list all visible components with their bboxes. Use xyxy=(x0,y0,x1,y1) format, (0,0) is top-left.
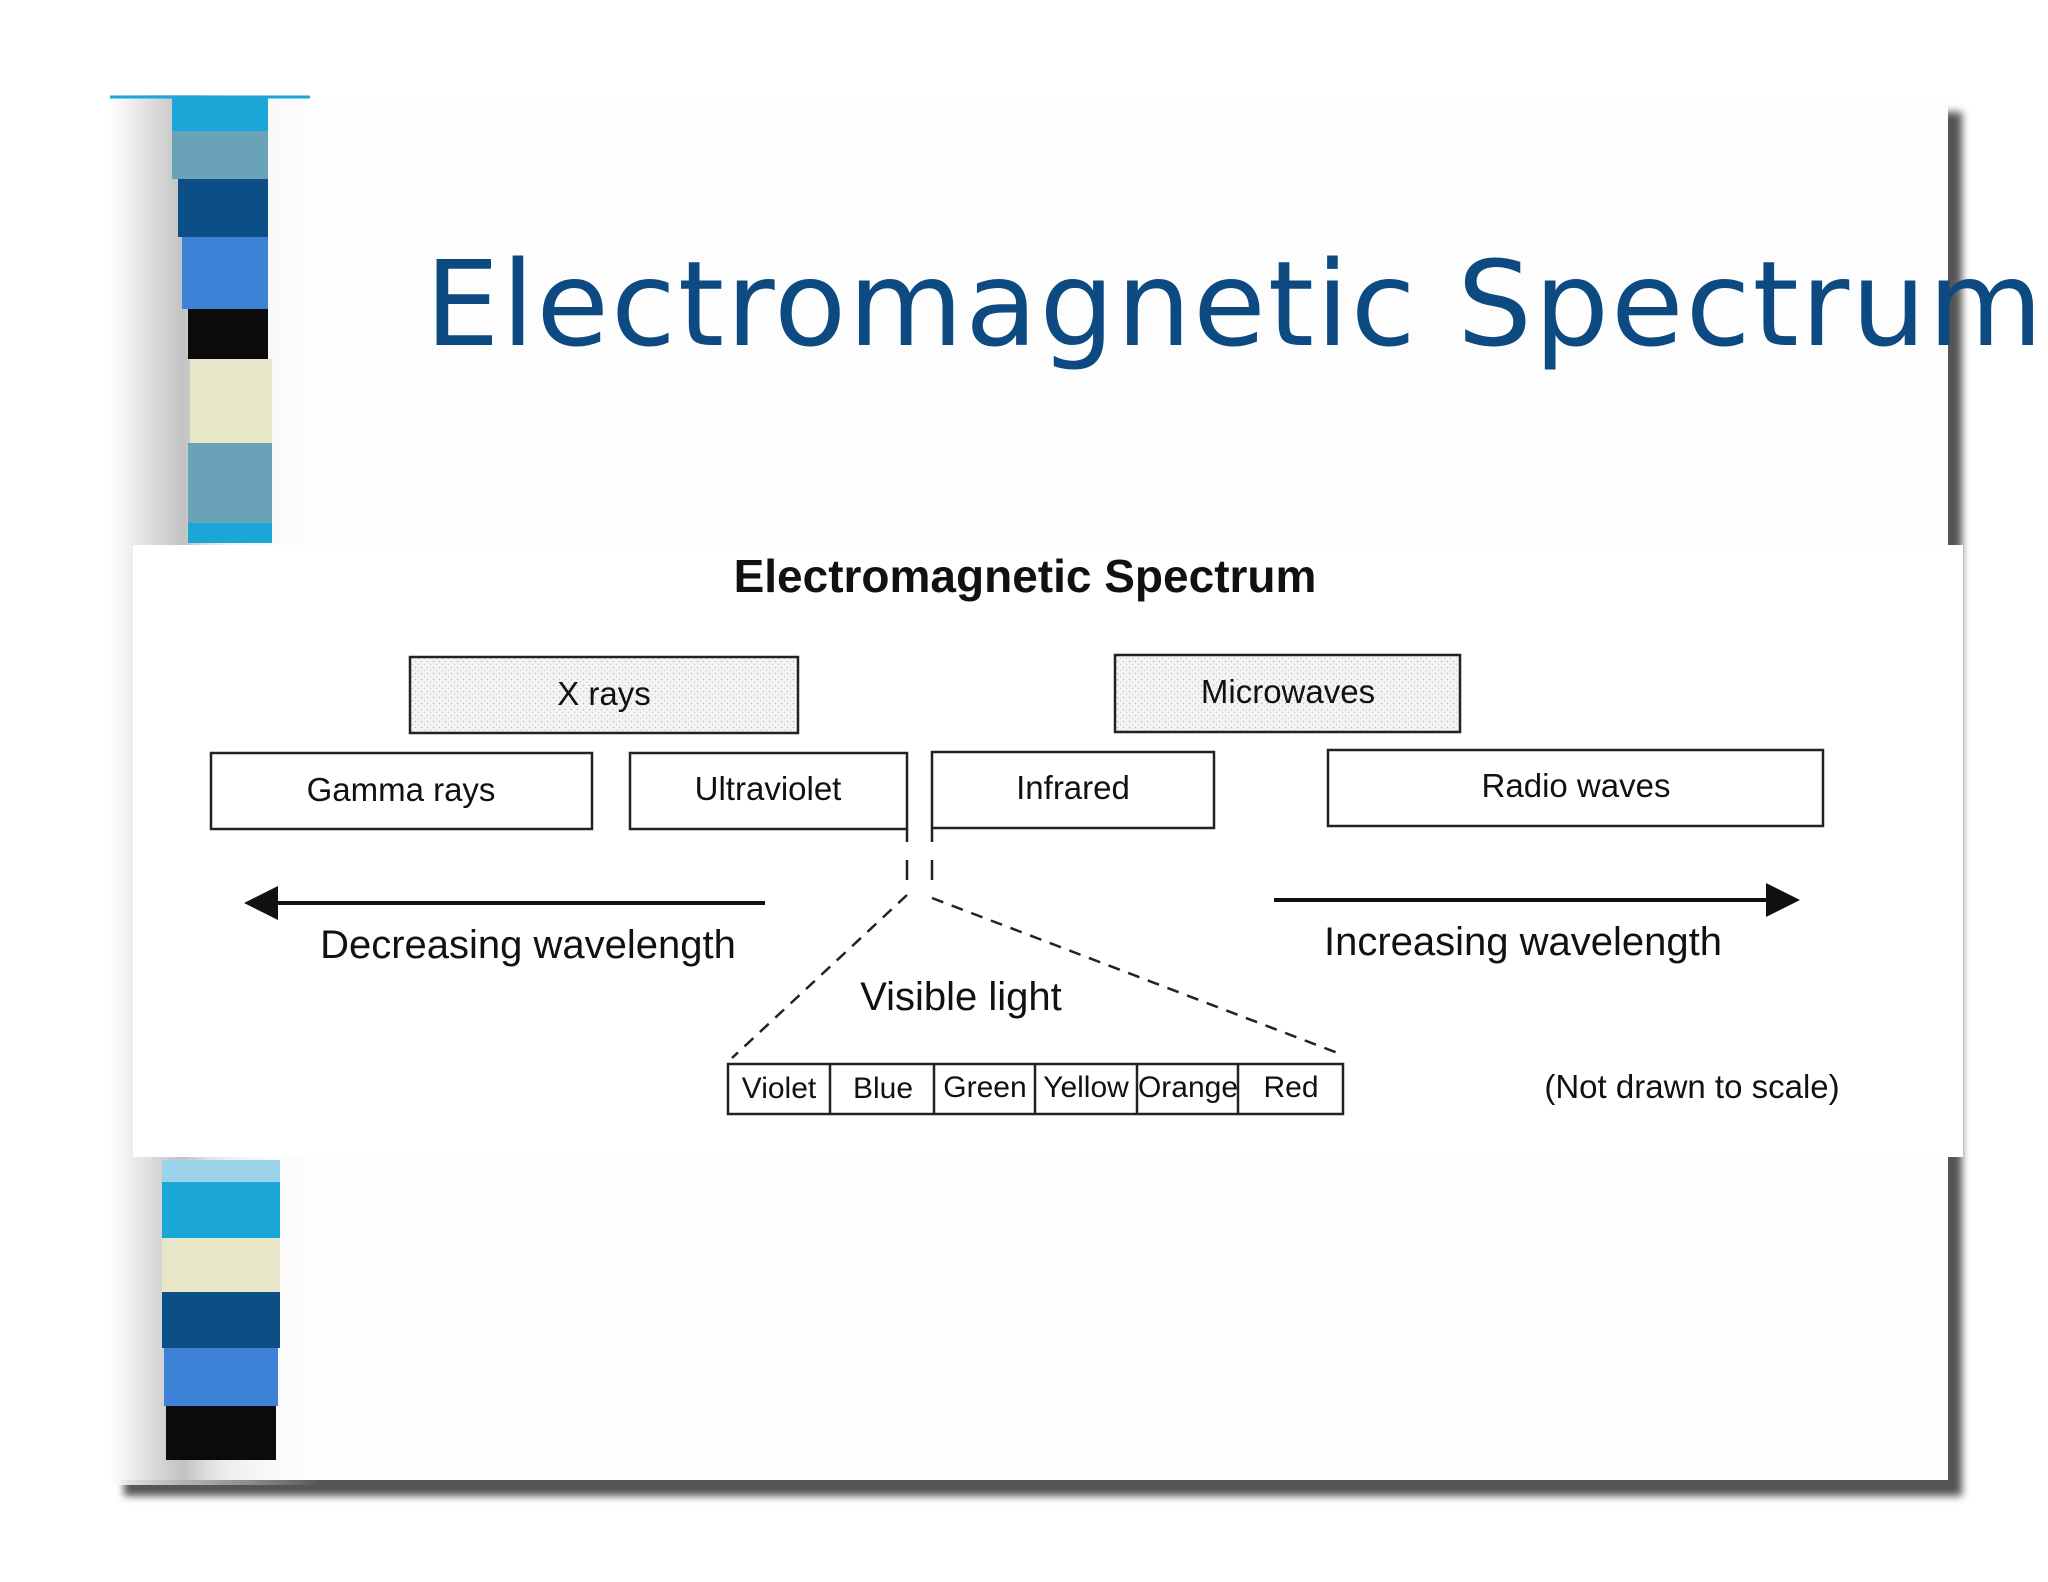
band-box xyxy=(930,750,1216,830)
band-gamma-rays: Gamma rays xyxy=(209,751,594,831)
band-radio-waves: Radio waves xyxy=(1326,748,1825,828)
diagram-panel xyxy=(133,545,1963,1157)
band-infrared: Infrared xyxy=(930,750,1216,830)
band-label: Microwaves xyxy=(1201,673,1375,710)
stripe xyxy=(172,131,268,179)
visible-expansion-lines xyxy=(731,894,1344,1059)
left-arrow-label: Decreasing wavelength xyxy=(320,923,736,967)
band-label: X rays xyxy=(557,675,651,712)
scale-note: (Not drawn to scale) xyxy=(1544,1068,1839,1105)
slide-title: Electromagnetic Spectrum xyxy=(425,235,2045,373)
visible-light-label: Visible light xyxy=(860,975,1062,1019)
stripe xyxy=(190,359,272,443)
band-box xyxy=(628,751,909,831)
stripe xyxy=(162,1182,280,1238)
color-orange: Orange xyxy=(1138,1071,1238,1104)
band-box xyxy=(1326,748,1825,828)
color-violet: Violet xyxy=(742,1072,817,1105)
band-label: Ultraviolet xyxy=(695,770,842,807)
visible-color-strip: Violet Blue Green Yellow Orange Red xyxy=(726,1062,1345,1116)
band-ultraviolet: Ultraviolet xyxy=(628,751,909,831)
band-microwaves: Microwaves xyxy=(1113,653,1462,734)
band-label: Infrared xyxy=(1016,769,1130,806)
stripe xyxy=(188,523,272,543)
upper-stripes xyxy=(172,98,272,543)
stripe xyxy=(188,443,272,523)
lower-stripes xyxy=(162,1160,280,1460)
color-green: Green xyxy=(943,1071,1026,1104)
visible-gap-marker xyxy=(905,829,934,880)
color-red: Red xyxy=(1263,1071,1318,1104)
band-label: Radio waves xyxy=(1482,767,1671,804)
color-yellow: Yellow xyxy=(1043,1071,1129,1104)
band-box xyxy=(408,655,800,735)
stripe xyxy=(164,1348,278,1406)
band-x-rays: X rays xyxy=(408,655,800,735)
band-box xyxy=(1113,653,1462,734)
stripe xyxy=(182,237,268,309)
left-arrow xyxy=(244,886,765,920)
stripe xyxy=(166,1406,276,1460)
stripe xyxy=(162,1292,280,1348)
right-arrow-label: Increasing wavelength xyxy=(1324,920,1722,964)
diagram-heading: Electromagnetic Spectrum xyxy=(734,550,1317,602)
stripe xyxy=(162,1160,280,1182)
color-blue: Blue xyxy=(853,1072,913,1105)
right-arrow xyxy=(1274,883,1800,917)
stripe xyxy=(162,1238,280,1292)
stripe xyxy=(178,179,268,237)
band-box xyxy=(209,751,594,831)
stripe xyxy=(172,98,268,131)
stripe xyxy=(188,309,268,359)
band-label: Gamma rays xyxy=(307,771,496,808)
